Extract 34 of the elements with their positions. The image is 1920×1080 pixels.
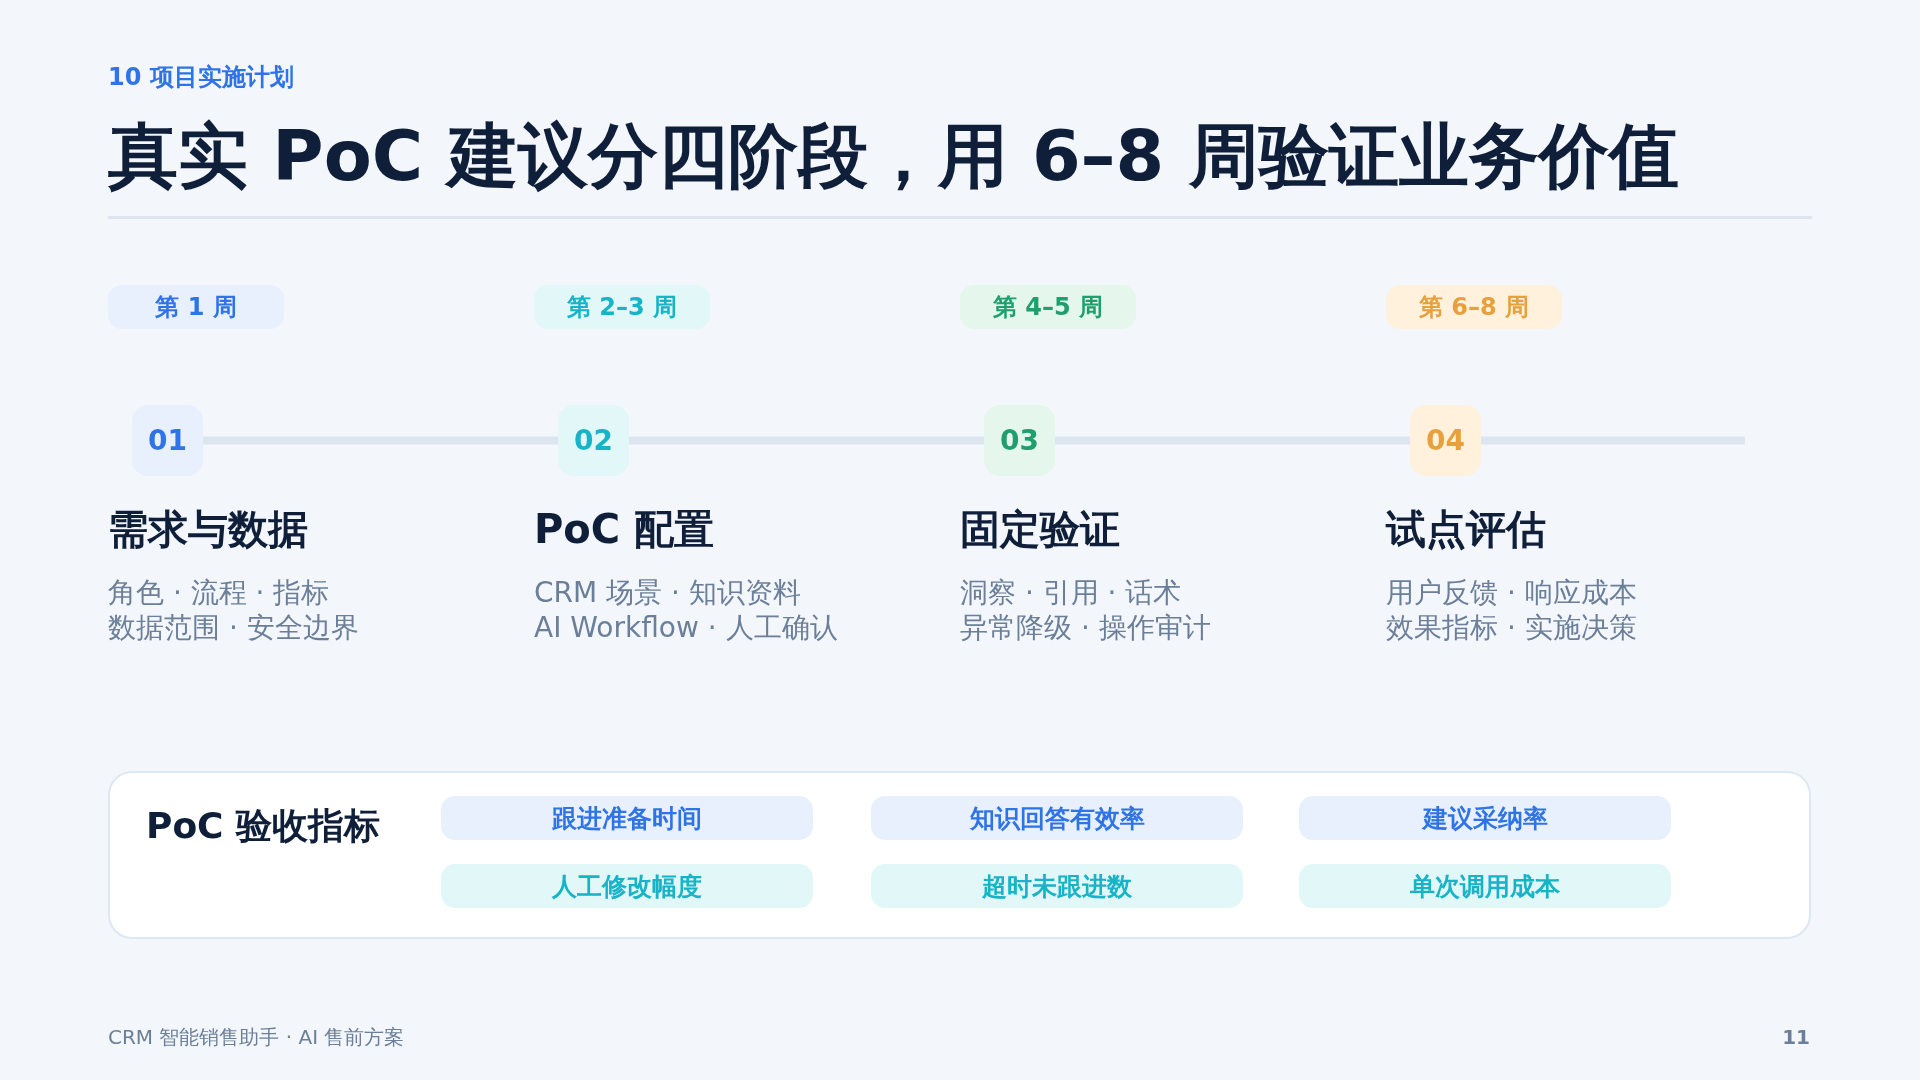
panel-heading: PoC 验收指标 bbox=[146, 804, 381, 848]
step-description: 异常降级 · 操作审计 bbox=[960, 610, 1211, 645]
metric-tag: 单次调用成本 bbox=[1299, 864, 1671, 908]
step-description: 效果指标 · 实施决策 bbox=[1386, 610, 1637, 645]
step-description: 用户反馈 · 响应成本 bbox=[1386, 575, 1637, 610]
metric-tag: 知识回答有效率 bbox=[871, 796, 1243, 840]
step-title: PoC 配置 bbox=[534, 505, 715, 553]
step-title: 试点评估 bbox=[1386, 505, 1546, 553]
step-description: AI Workflow · 人工确认 bbox=[534, 610, 838, 645]
step-number-box: 02 bbox=[558, 405, 629, 476]
step-title: 固定验证 bbox=[960, 505, 1120, 553]
timeline-track bbox=[1055, 436, 1410, 445]
week-tag: 第 1 周 bbox=[108, 285, 284, 329]
slide-title: 真实 PoC 建议分四阶段，用 6–8 周验证业务价值 bbox=[108, 114, 1679, 199]
section-label: 10 项目实施计划 bbox=[108, 62, 294, 93]
page-number: 11 bbox=[1782, 1024, 1810, 1050]
week-tag: 第 2–3 周 bbox=[534, 285, 710, 329]
week-tag: 第 6–8 周 bbox=[1386, 285, 1562, 329]
step-number-box: 01 bbox=[132, 405, 203, 476]
metric-tag: 人工修改幅度 bbox=[441, 864, 813, 908]
timeline-track bbox=[1481, 436, 1745, 445]
step-description: 洞察 · 引用 · 话术 bbox=[960, 575, 1182, 610]
step-number-box: 04 bbox=[1410, 405, 1481, 476]
step-description: 角色 · 流程 · 指标 bbox=[108, 575, 330, 610]
metrics-panel bbox=[108, 771, 1811, 939]
step-number-box: 03 bbox=[984, 405, 1055, 476]
week-tag: 第 4–5 周 bbox=[960, 285, 1136, 329]
metric-tag: 跟进准备时间 bbox=[441, 796, 813, 840]
metric-tag: 超时未跟进数 bbox=[871, 864, 1243, 908]
step-description: CRM 场景 · 知识资料 bbox=[534, 575, 801, 610]
metric-tag: 建议采纳率 bbox=[1299, 796, 1671, 840]
step-description: 数据范围 · 安全边界 bbox=[108, 610, 359, 645]
step-title: 需求与数据 bbox=[108, 505, 308, 553]
footer-text: CRM 智能销售助手 · AI 售前方案 bbox=[108, 1024, 405, 1050]
